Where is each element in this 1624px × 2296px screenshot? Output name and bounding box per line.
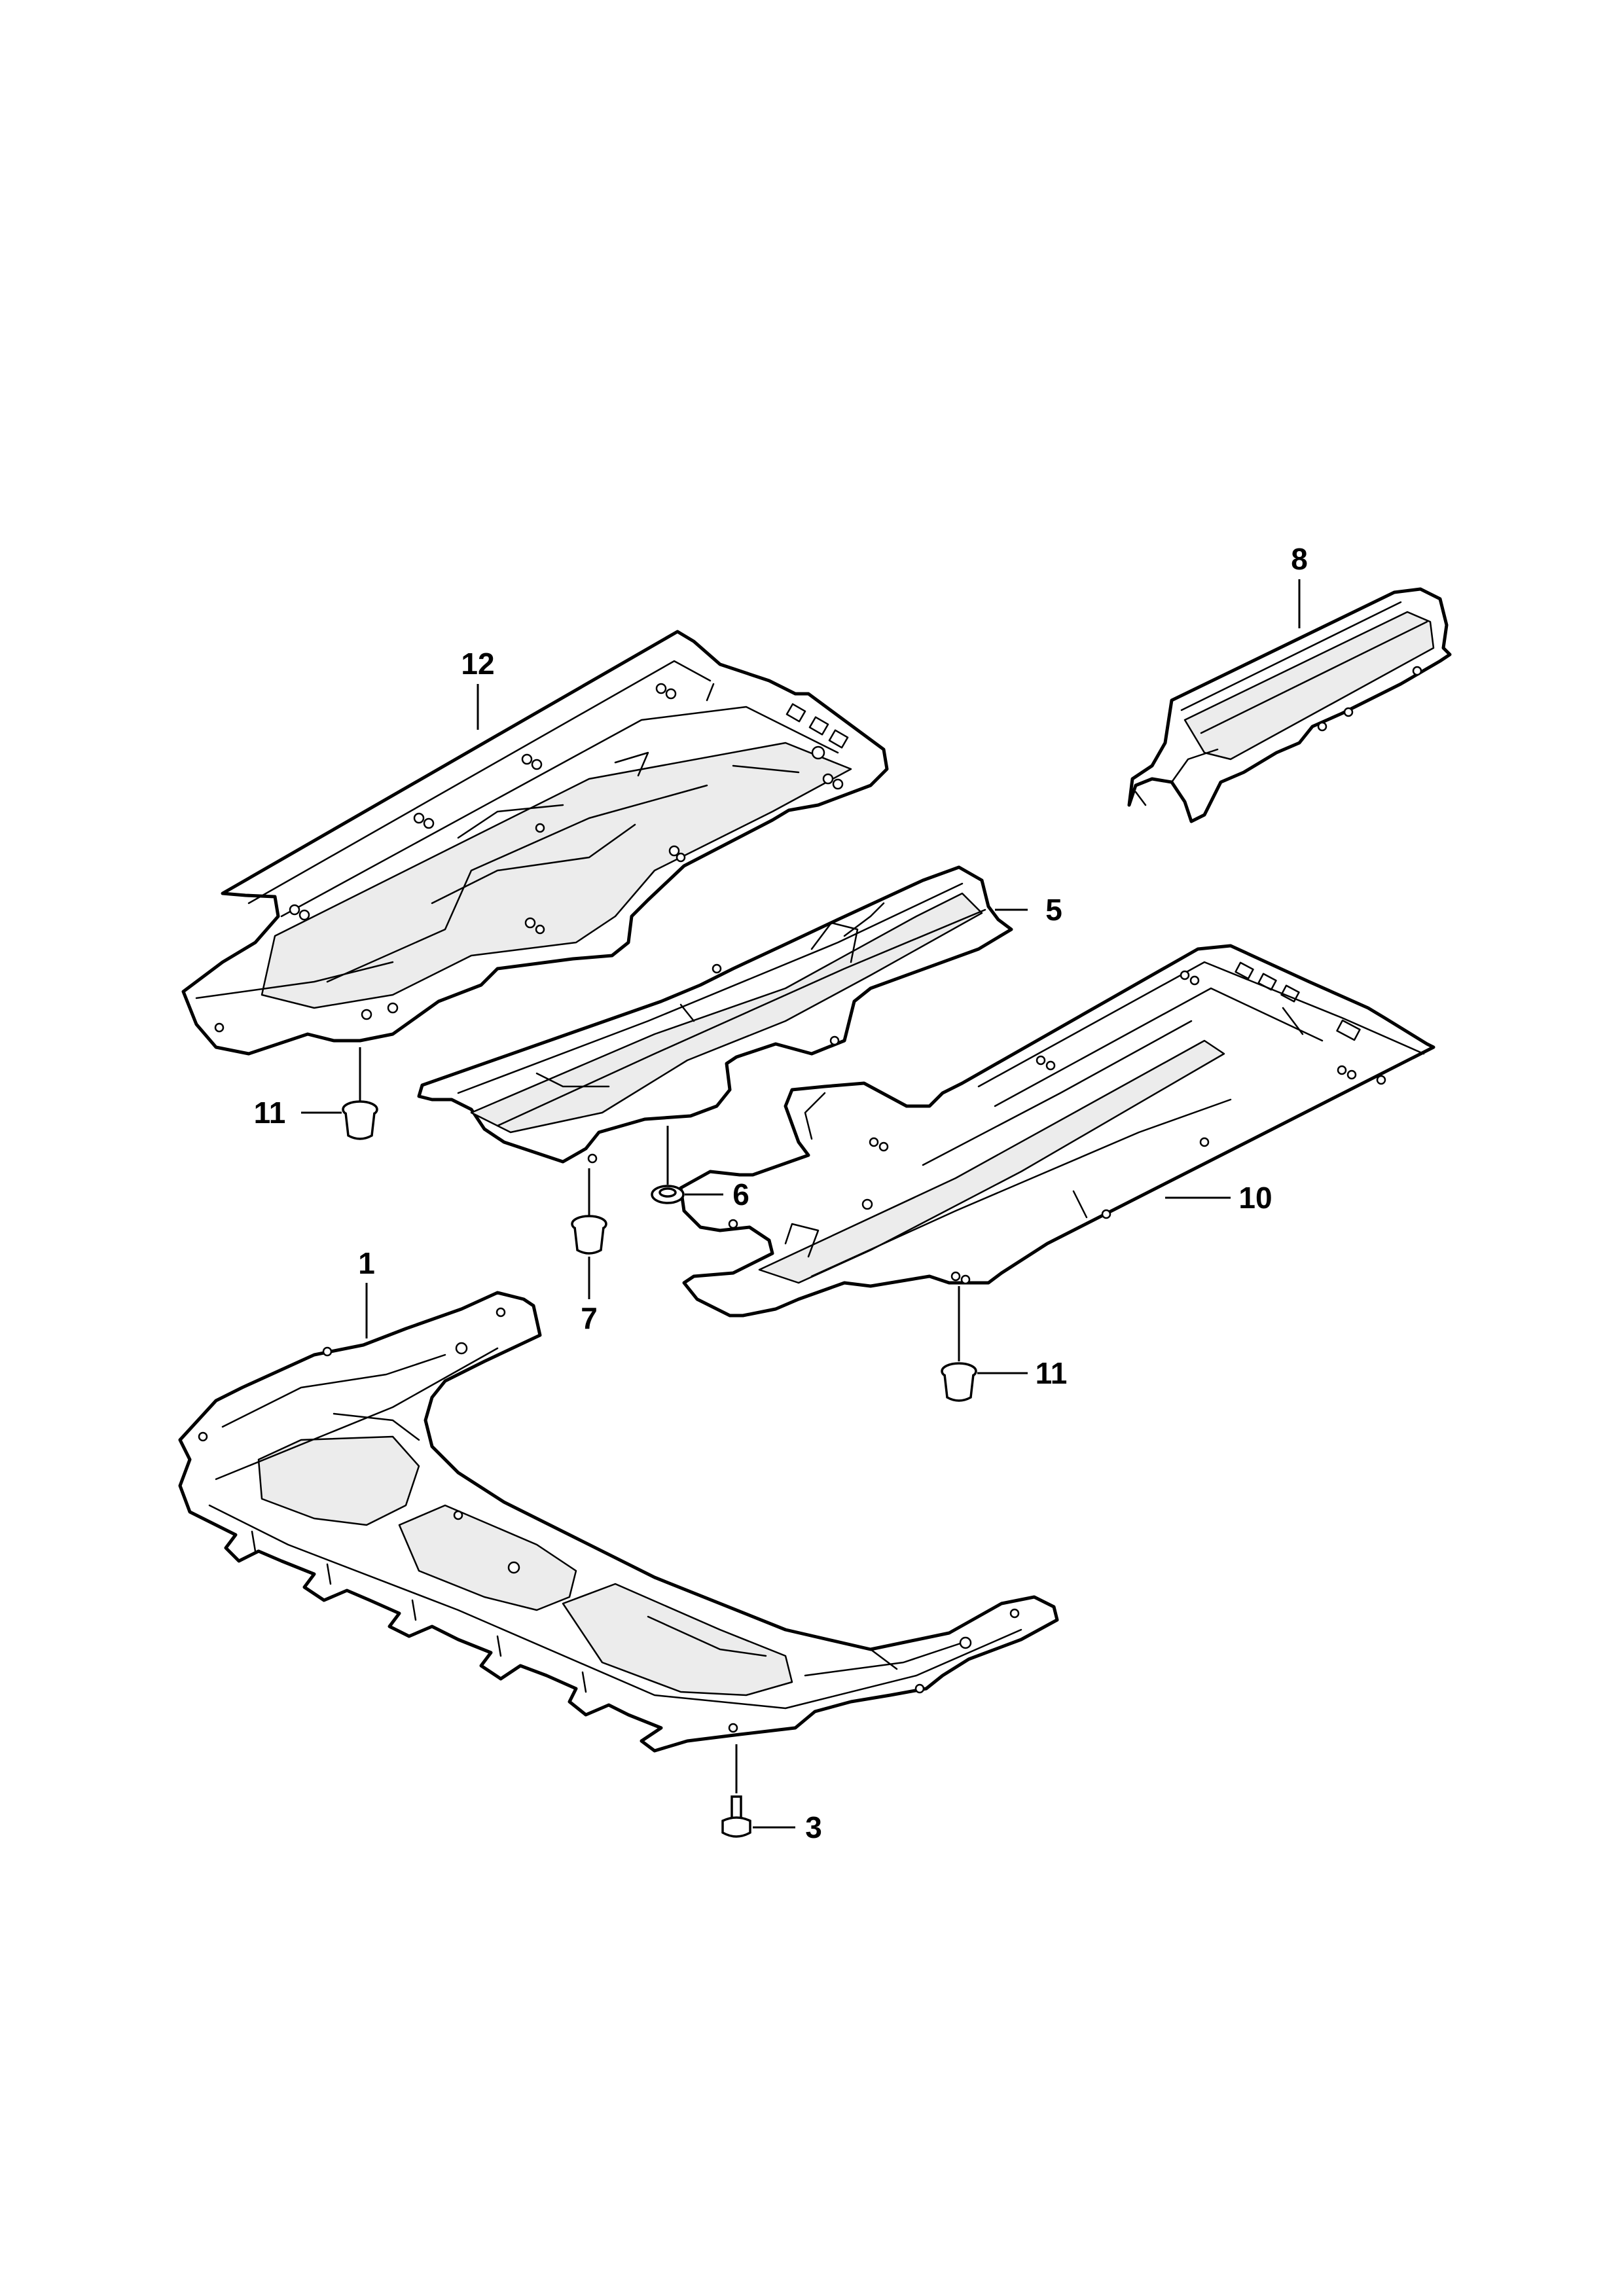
callout-part-11-right: 11 <box>1036 1356 1068 1390</box>
center-tunnel-panel <box>417 865 1013 1164</box>
front-underbody-shield <box>178 1291 1059 1753</box>
callout-part-10: 10 <box>1238 1181 1272 1215</box>
clip-fastener-left <box>301 1047 378 1140</box>
callout-part-3: 3 <box>805 1810 822 1844</box>
clip-fastener-right <box>941 1286 1028 1402</box>
callout-part-1: 1 <box>358 1246 375 1280</box>
underbody-panel-right <box>679 944 1435 1318</box>
heat-shield <box>1127 587 1452 823</box>
callout-part-12: 12 <box>461 647 494 681</box>
callout-part-7: 7 <box>581 1301 598 1335</box>
underbody-panel-left <box>181 630 889 1056</box>
callout-part-8: 8 <box>1291 542 1308 576</box>
screw <box>721 1744 795 1838</box>
clip-fastener-center <box>571 1168 607 1299</box>
callout-part-6: 6 <box>732 1177 749 1211</box>
washer <box>651 1126 723 1204</box>
callout-part-5: 5 <box>1045 893 1062 927</box>
callout-part-11-left: 11 <box>254 1096 286 1130</box>
